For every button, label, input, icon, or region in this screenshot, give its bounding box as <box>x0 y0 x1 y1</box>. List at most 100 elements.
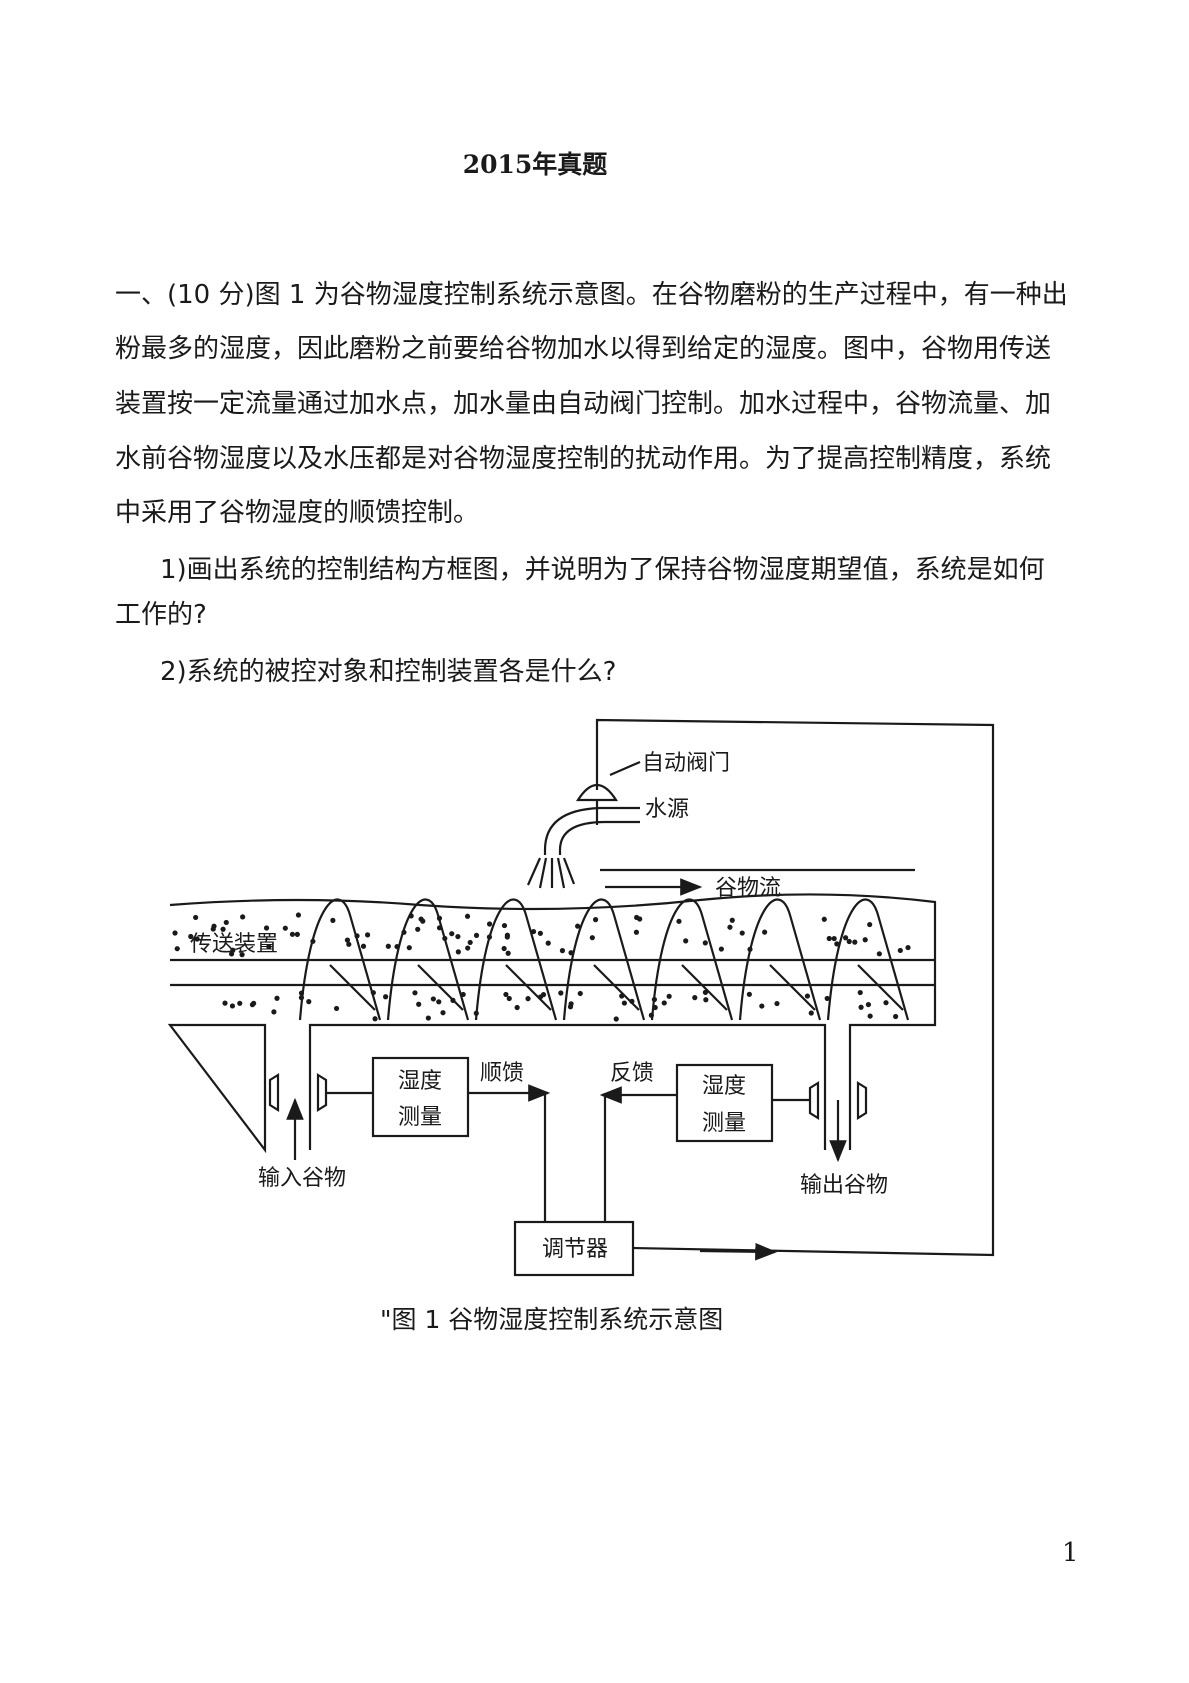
grain-dot <box>634 914 640 921</box>
grain-dot <box>852 939 858 945</box>
grain-dot <box>394 944 400 950</box>
grain-dot <box>501 922 508 929</box>
grain-dot <box>464 913 471 919</box>
grain-dot <box>503 991 509 998</box>
label-grain-flow: 谷物流 <box>715 876 781 901</box>
grain-dot <box>862 937 868 943</box>
grain-dot <box>266 944 272 950</box>
grain-dot <box>228 951 235 957</box>
spiral-blade <box>650 898 734 1021</box>
grain-dot <box>858 1004 864 1010</box>
question-line: 粉最多的湿度，因此磨粉之前要给谷物加水以得到给定的湿度。图中，谷物用传送 <box>115 334 1052 364</box>
grain-dot <box>486 921 493 927</box>
grain-dot <box>425 1015 431 1021</box>
grain-dot <box>274 995 280 1001</box>
label-input-grain: 输入谷物 <box>258 1166 346 1191</box>
humidity-sensor-right <box>675 1063 774 1143</box>
grain-dot <box>843 935 849 941</box>
spiral-blade <box>826 898 910 1021</box>
label-sensor: 测量 <box>398 1105 442 1130</box>
grain-dot <box>702 989 709 995</box>
page-title: 2015年真题 <box>462 150 608 179</box>
grain-dot <box>383 994 389 1000</box>
grain-dot <box>436 999 442 1005</box>
grain-dot <box>333 1005 340 1012</box>
grain-dot <box>430 996 436 1002</box>
grain-dot <box>330 917 336 923</box>
label-valve: 自动阀门 <box>642 751 730 776</box>
grain-dot <box>263 925 270 931</box>
grain-dot <box>652 1004 658 1011</box>
grain-dot <box>514 1004 520 1011</box>
grain-dot <box>455 933 461 940</box>
grain-dot <box>702 940 708 946</box>
grain-dot <box>661 1000 667 1006</box>
label-sensor: 测量 <box>702 1111 746 1136</box>
grain-dot <box>354 933 360 939</box>
grain-dot <box>537 930 543 936</box>
label-sensor: 湿度 <box>398 1069 442 1094</box>
grain-dot <box>506 995 512 1002</box>
grain-dot <box>834 941 840 947</box>
grain-dot <box>401 929 407 935</box>
grain-dot <box>568 950 574 956</box>
grain-dot <box>406 945 412 951</box>
conveyor-body <box>167 893 937 1154</box>
grain-dot <box>821 916 827 922</box>
valve-icon <box>576 783 618 825</box>
grain-dot <box>360 943 367 949</box>
grain-dot <box>418 916 424 922</box>
grain-dot <box>876 951 882 957</box>
grain-dot <box>865 1001 872 1008</box>
grain-dot <box>210 926 216 932</box>
grain-dot <box>762 929 768 935</box>
grain-dot <box>486 934 493 940</box>
grain-dot <box>282 925 288 931</box>
grain-dot <box>504 934 510 940</box>
grain-dots <box>172 912 911 1022</box>
spiral-blade <box>738 898 822 1021</box>
grain-dot <box>239 952 245 958</box>
grain-dot <box>530 928 537 935</box>
grain-dot <box>501 945 507 952</box>
grain-dot <box>465 945 471 951</box>
grain-dot <box>408 913 414 919</box>
label-conveyor: 传送装置 <box>190 932 278 957</box>
grain-dot <box>240 914 246 920</box>
grain-dot <box>298 995 305 1001</box>
grain-dot <box>808 1010 814 1016</box>
question-line: 水前谷物湿度以及水压都是对谷物湿度控制的扰动作用。为了提高控制精度，系统 <box>115 444 1052 474</box>
spiral-blade <box>386 898 470 1021</box>
figure-caption: "图 1 谷物湿度控制系统示意图 <box>380 1305 724 1334</box>
grain-dot <box>271 1009 277 1015</box>
control-signal-line <box>595 718 995 1257</box>
grain-dot <box>589 935 595 941</box>
grain-dot <box>746 991 752 997</box>
grain-dot <box>174 946 180 952</box>
sensor-icon <box>268 1073 328 1112</box>
grain-dot <box>473 932 480 938</box>
sensor-icon <box>808 1081 868 1120</box>
grain-dot <box>525 996 531 1002</box>
grain-dot <box>188 933 194 940</box>
grain-dot <box>505 950 511 956</box>
grain-dot <box>651 996 657 1003</box>
grain-dot <box>567 1004 574 1010</box>
grain-dot <box>867 921 873 928</box>
grain-dot <box>905 944 911 951</box>
grain-dot <box>676 918 682 924</box>
grain-dot <box>220 926 226 932</box>
grain-dot <box>289 931 296 937</box>
grain-dot <box>249 1002 256 1008</box>
grain-dot <box>846 938 852 945</box>
grain-dot <box>729 917 735 923</box>
label-output-grain: 输出谷物 <box>800 1173 888 1198</box>
spiral-blade <box>298 898 382 1021</box>
grain-dot <box>577 990 583 997</box>
grain-dot <box>633 929 640 935</box>
label-regulator: 调节器 <box>542 1237 608 1262</box>
regulator-box <box>513 1220 635 1277</box>
grain-dot <box>718 946 724 952</box>
subquestion-1: 1)画出系统的控制结构方框图，并说明为了保持谷物湿度期望值，系统是如何 <box>160 555 1045 585</box>
